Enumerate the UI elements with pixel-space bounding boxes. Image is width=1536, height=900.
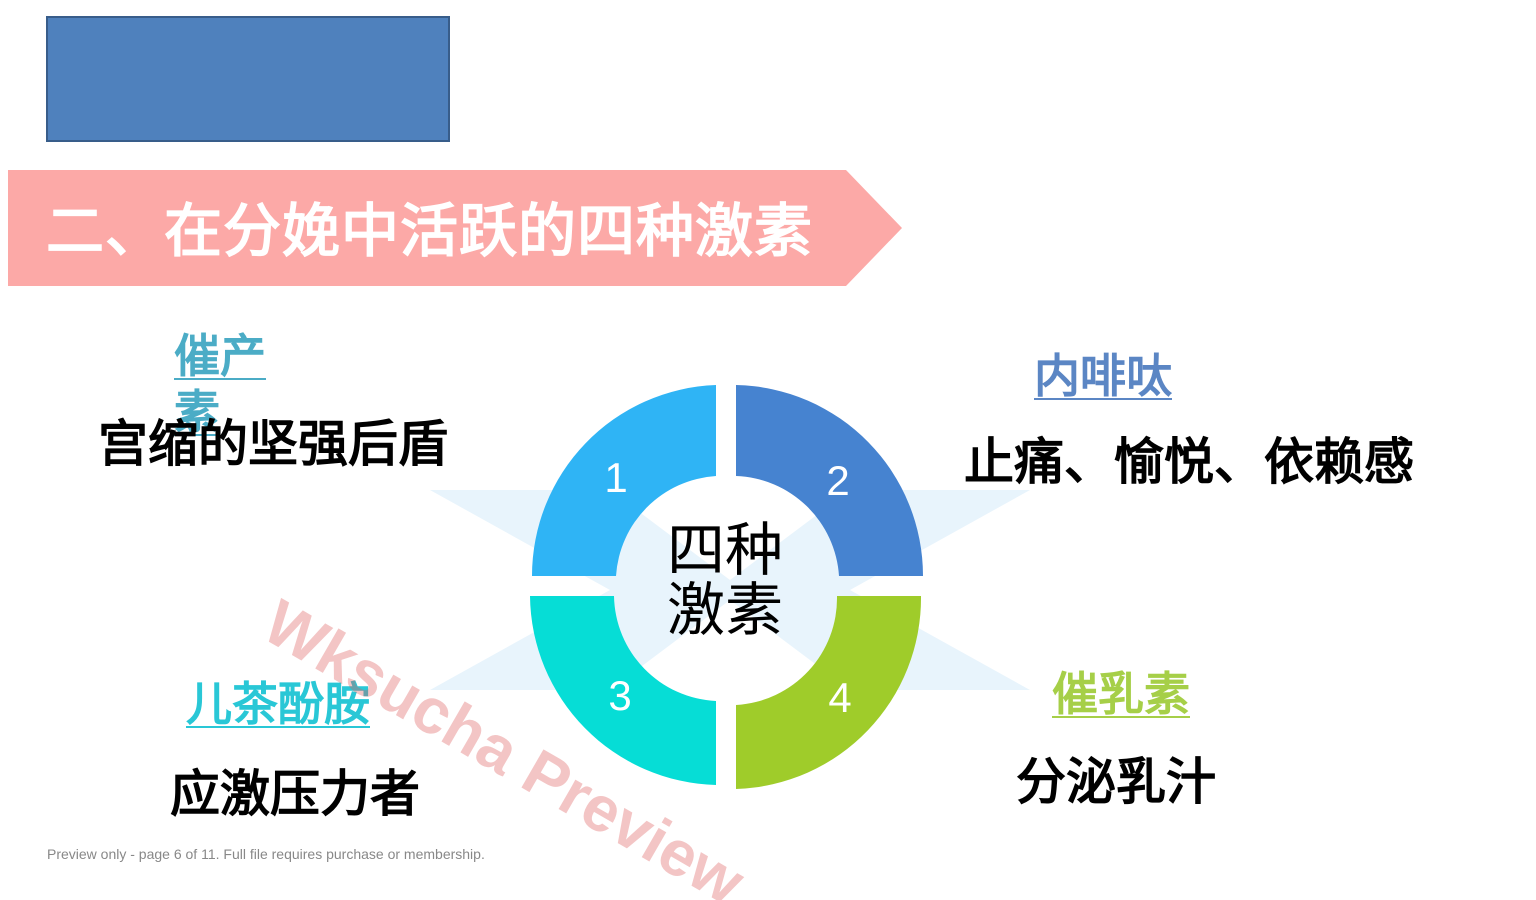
hormone-heading-prolactin: 催乳素 — [1052, 667, 1190, 721]
slide-title: 二、在分娩中活跃的四种激素 — [46, 197, 814, 265]
ring-segment-3 — [530, 596, 716, 785]
placeholder-box — [46, 16, 450, 142]
segment-number-1: 1 — [604, 454, 627, 501]
hormone-desc-endorphin: 止痛、愉悦、依赖感 — [964, 433, 1414, 491]
title-banner — [8, 170, 902, 286]
ring-segment-2 — [736, 385, 923, 576]
preview-footer: Preview only - page 6 of 11. Full file r… — [47, 846, 485, 862]
hormone-desc-oxytocin: 宫缩的坚强后盾 — [98, 415, 448, 473]
segment-number-4: 4 — [828, 674, 851, 721]
hormone-heading-oxytocin: 催产素 — [174, 329, 266, 439]
ring-segment-4 — [736, 596, 922, 789]
center-label-line2: 激素 — [666, 576, 783, 644]
center-label: 四种 激素 — [650, 520, 800, 640]
segment-number-3: 3 — [608, 672, 631, 719]
hormone-desc-prolactin: 分泌乳汁 — [1016, 753, 1216, 811]
center-label-line1: 四种 — [666, 516, 783, 584]
hormone-heading-catecholamine: 儿茶酚胺 — [186, 677, 370, 731]
hormone-heading-endorphin: 内啡呔 — [1034, 349, 1172, 403]
segment-number-2: 2 — [826, 457, 849, 504]
ring-segment-1 — [531, 385, 716, 576]
hormone-ring: 1 2 3 4 — [530, 385, 923, 789]
hormone-desc-catecholamine: 应激压力者 — [170, 765, 420, 823]
